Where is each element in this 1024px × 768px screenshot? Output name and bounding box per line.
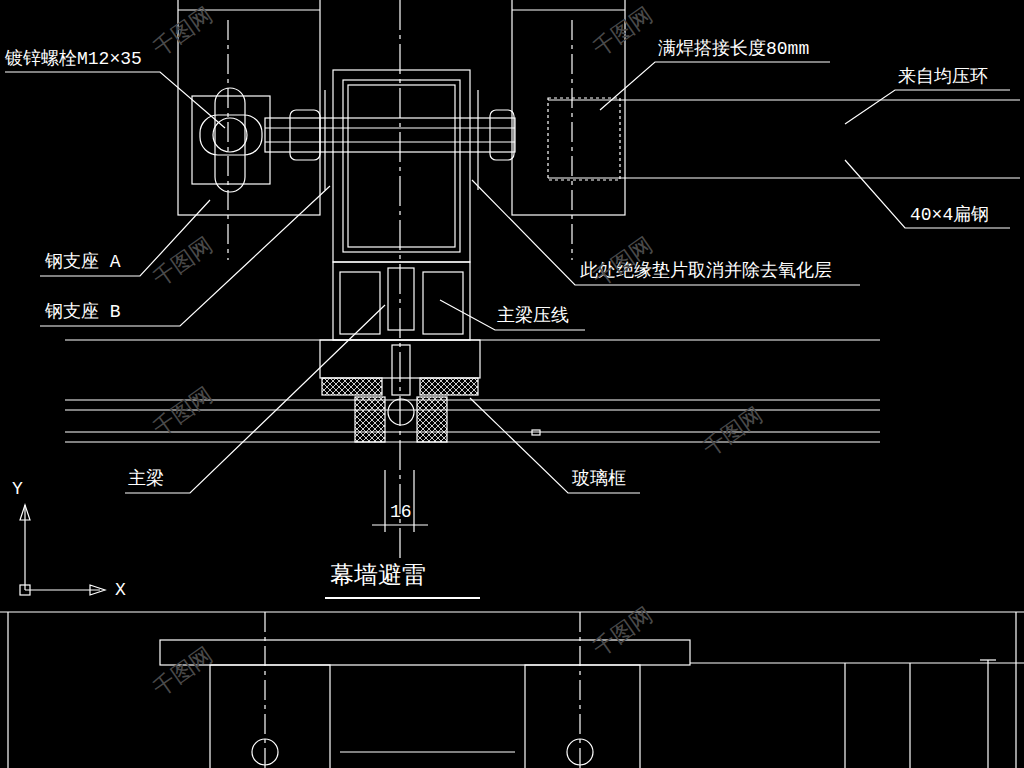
drawing-line (322, 378, 382, 395)
part-label: 主梁 (128, 470, 164, 490)
drawing-line (227, 20, 228, 260)
drawing-line (65, 431, 880, 432)
drawing-line (340, 751, 515, 752)
drawing-line (472, 180, 860, 285)
drawing-line (40, 186, 330, 326)
drawing-line (845, 160, 1010, 228)
drawing-line (5, 72, 225, 128)
drawing-line (340, 272, 380, 334)
watermark: 千图网 (149, 3, 217, 61)
drawing-line (25, 589, 100, 590)
drawing-line (7, 612, 8, 768)
drawing-line (440, 300, 585, 330)
drawing-line (348, 85, 455, 247)
part-label: 主梁压线 (497, 307, 569, 327)
drawing-line (200, 115, 262, 155)
drawing-line (343, 80, 460, 252)
watermark: 千图网 (589, 3, 657, 61)
dimension-text: 16 (390, 503, 412, 523)
part-label: 钢支座 B (45, 303, 121, 323)
drawing-line (20, 585, 30, 595)
note-label: 满焊搭接长度80mm (658, 40, 809, 60)
drawing-line (477, 90, 478, 190)
drawing-line (690, 662, 1024, 663)
drawing-line (845, 90, 1010, 124)
mullion-profile (333, 262, 470, 340)
drawing-line (392, 345, 410, 395)
axis-label: X (115, 581, 126, 601)
drawing-line (548, 99, 1020, 100)
drawing-line (290, 110, 320, 160)
drawing-line (420, 378, 478, 395)
main-beam-tube (333, 70, 470, 262)
watermark: 千图网 (149, 233, 217, 291)
drawing-line (525, 665, 640, 768)
flat-steel (548, 98, 620, 180)
drawing-line (490, 110, 514, 160)
drawing-line (90, 585, 105, 595)
drawing-line (980, 659, 996, 660)
drawing-line (252, 739, 278, 765)
drawing-line (532, 430, 540, 435)
drawing-line (399, 0, 400, 560)
drawing-line (423, 272, 463, 334)
drawing-line (20, 505, 30, 520)
drawing-line (213, 118, 247, 152)
drawing-line (1015, 612, 1016, 768)
drawing-line (388, 268, 414, 330)
drawing-line (125, 305, 385, 493)
sealant-rod (388, 399, 414, 425)
drawing-line (413, 470, 414, 532)
part-label: 镀锌螺栓M12×35 (5, 50, 142, 70)
drawing-line (215, 88, 245, 192)
drawing-line (384, 470, 385, 532)
drawing-line (417, 397, 447, 442)
drawing-line (470, 398, 640, 493)
note-label: 来自均压环 (898, 68, 988, 88)
drawing-line (324, 90, 325, 190)
drawing-line (355, 397, 385, 442)
drawing-line (987, 660, 988, 768)
part-label: 40×4扁钢 (910, 206, 989, 226)
watermark: 千图网 (149, 643, 217, 701)
drawing-line (372, 524, 428, 525)
drawing-line (24, 505, 25, 590)
drawing-line (909, 663, 910, 768)
drawing-line (567, 739, 593, 765)
drawing-title: 幕墙避雷 (330, 564, 426, 590)
drawing-line (579, 612, 580, 768)
drawing-line (210, 665, 330, 768)
drawing-line (571, 20, 572, 260)
drawing-line (548, 177, 1020, 178)
drawing-line (264, 612, 265, 768)
drawing-line (844, 663, 845, 768)
drawing-line (600, 62, 830, 110)
drawing-line (325, 597, 480, 599)
axis-label: Y (12, 480, 23, 500)
drawing-line (512, 9, 625, 10)
drawing-line (65, 441, 880, 442)
part-label: 钢支座 A (45, 253, 121, 273)
drawing-line (0, 611, 1024, 612)
part-label: 玻璃框 (572, 470, 626, 490)
